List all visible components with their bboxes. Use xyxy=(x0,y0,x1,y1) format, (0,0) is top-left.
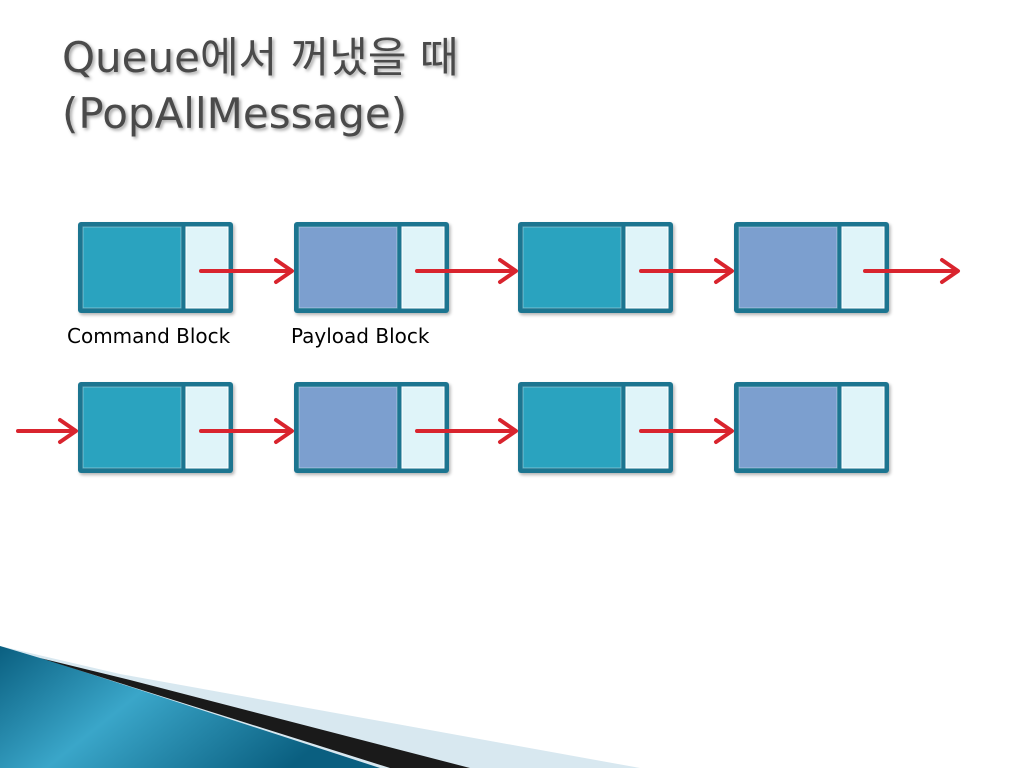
payload-data-cell xyxy=(738,226,838,309)
next-pointer-arrow xyxy=(199,258,294,284)
command-block-label: Command Block xyxy=(67,324,231,348)
next-pointer-arrow xyxy=(199,418,294,444)
payload-block-node xyxy=(294,222,449,313)
next-pointer-arrow xyxy=(415,418,518,444)
command-data-cell xyxy=(82,386,182,469)
next-pointer-cell xyxy=(625,226,669,309)
linked-list-diagram xyxy=(16,222,960,473)
next-pointer-cell xyxy=(401,386,445,469)
next-pointer-cell xyxy=(841,386,885,469)
next-pointer-cell xyxy=(625,386,669,469)
payload-data-cell xyxy=(298,386,398,469)
slide-title-line-2: (PopAllMessage) xyxy=(62,89,408,138)
next-pointer-cell xyxy=(401,226,445,309)
next-pointer-cell xyxy=(841,226,885,309)
next-pointer-arrow xyxy=(639,418,734,444)
payload-block-node xyxy=(734,222,889,313)
command-block-node xyxy=(518,382,673,473)
footer-decoration xyxy=(0,646,640,768)
slide-title-line-1: Queue에서 꺼냈을 때 xyxy=(62,33,459,82)
command-block-node xyxy=(78,222,233,313)
next-pointer-arrow xyxy=(639,258,734,284)
command-block-node xyxy=(78,382,233,473)
command-data-cell xyxy=(522,386,622,469)
payload-data-cell xyxy=(298,226,398,309)
command-data-cell xyxy=(522,226,622,309)
payload-data-cell xyxy=(738,386,838,469)
incoming-head-arrow xyxy=(16,418,78,444)
slide-title: Queue에서 꺼냈을 때 (PopAllMessage) xyxy=(62,30,459,142)
command-data-cell xyxy=(82,226,182,309)
payload-block-node xyxy=(294,382,449,473)
payload-block-node xyxy=(734,382,889,473)
footer-dark-stripe xyxy=(40,658,470,768)
next-pointer-cell xyxy=(185,386,229,469)
command-block-node xyxy=(518,222,673,313)
payload-block-label: Payload Block xyxy=(291,324,430,348)
outgoing-pointer-arrow xyxy=(863,258,960,284)
footer-blue-wave xyxy=(0,646,380,768)
next-pointer-cell xyxy=(185,226,229,309)
next-pointer-arrow xyxy=(415,258,518,284)
